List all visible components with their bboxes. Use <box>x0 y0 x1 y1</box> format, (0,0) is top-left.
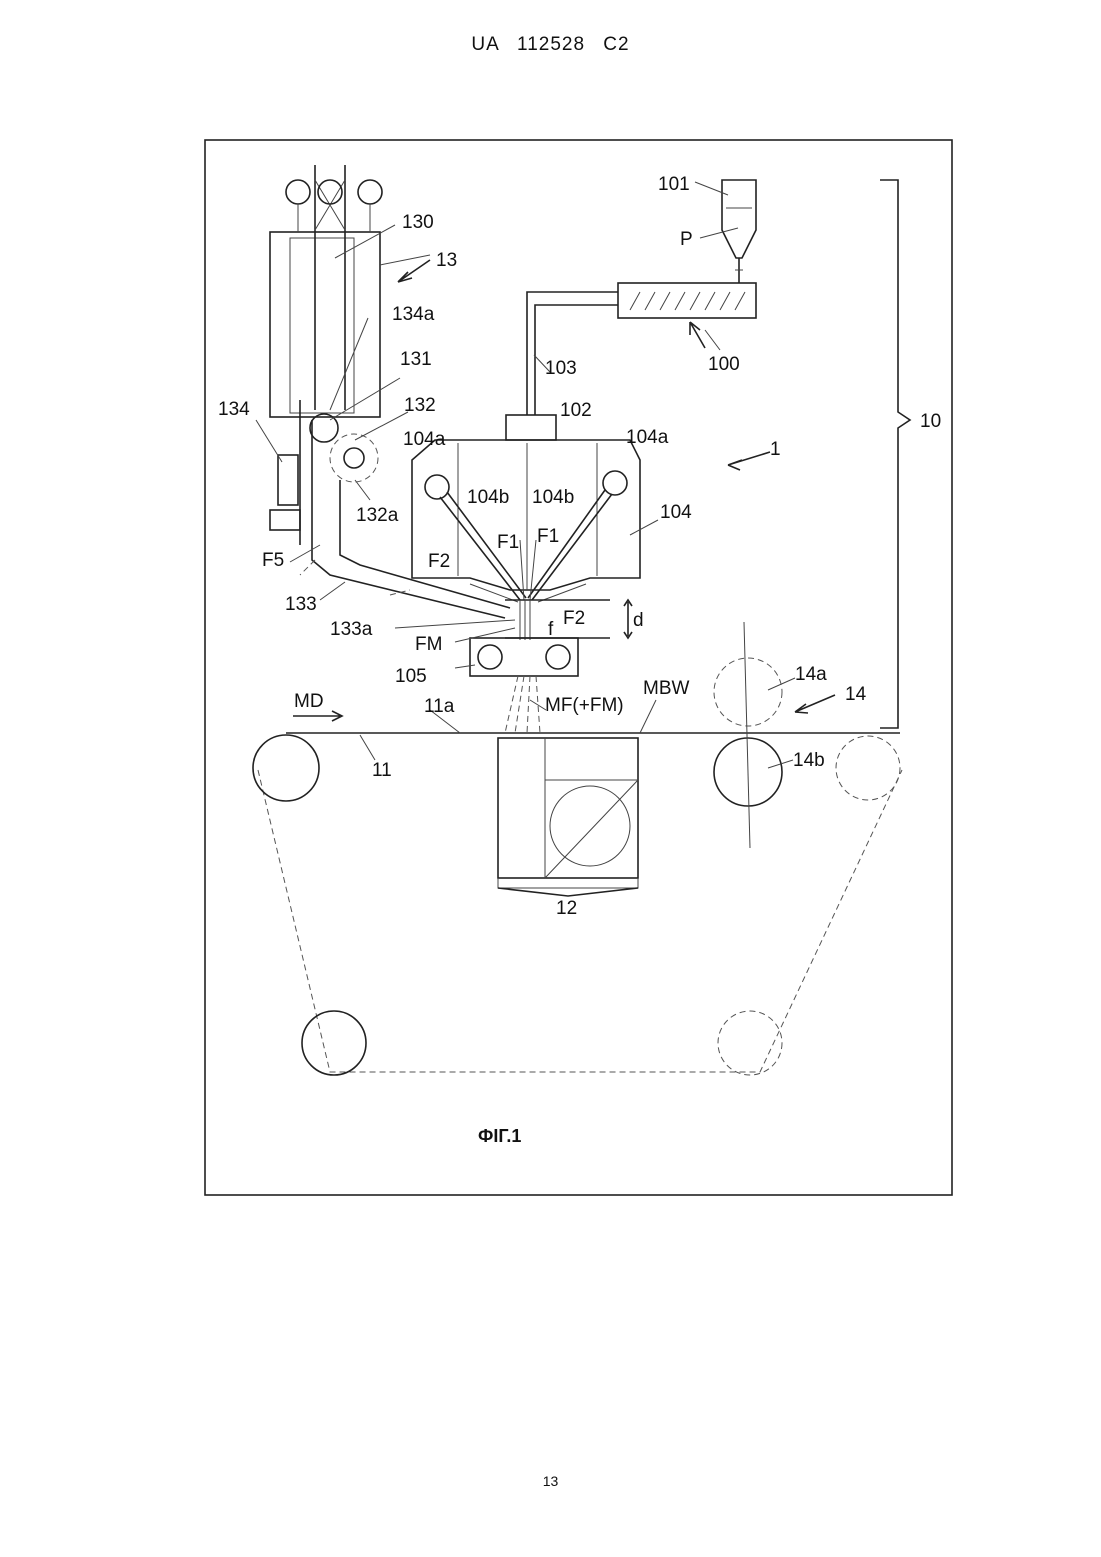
arrow-14 <box>795 695 835 713</box>
spinning-head-104 <box>412 440 640 602</box>
md-arrow <box>293 711 342 721</box>
label-104a-left: 104a <box>403 429 446 450</box>
label-104a-right: 104a <box>626 427 669 448</box>
label-1: 1 <box>770 439 781 460</box>
label-104b-right: 104b <box>532 487 574 508</box>
filament-spray <box>505 676 540 733</box>
pump-102 <box>506 415 556 440</box>
label-12: 12 <box>556 898 577 919</box>
label-101: 101 <box>658 174 690 195</box>
label-10: 10 <box>920 411 941 432</box>
extruder-100 <box>527 283 756 415</box>
label-14b: 14b <box>793 750 825 771</box>
leader-lines <box>256 182 795 768</box>
rollers-105 <box>470 638 578 676</box>
hopper-101 <box>722 180 756 283</box>
page-number: 13 <box>0 1473 1101 1489</box>
label-132: 132 <box>404 395 436 416</box>
label-F5: F5 <box>262 550 284 571</box>
label-132a: 132a <box>356 505 399 526</box>
arrow-1 <box>728 452 770 470</box>
label-F1-left: F1 <box>497 532 519 553</box>
suction-box-12 <box>498 738 638 896</box>
label-MBW: MBW <box>643 678 690 699</box>
label-F1-right: F1 <box>537 526 559 547</box>
calender-14 <box>714 622 782 848</box>
label-134: 134 <box>218 399 250 420</box>
label-F2-right: F2 <box>563 608 585 629</box>
label-104b-left: 104b <box>467 487 509 508</box>
arrow-100 <box>690 322 705 348</box>
label-FM: FM <box>415 634 442 655</box>
fibre-supply-13 <box>270 165 510 618</box>
belt-11 <box>253 733 902 1075</box>
label-131: 131 <box>400 349 432 370</box>
label-133a: 133a <box>330 619 373 640</box>
arrow-13 <box>398 260 430 282</box>
label-103: 103 <box>545 358 577 379</box>
label-F2-left: F2 <box>428 551 450 572</box>
label-11: 11 <box>372 760 392 781</box>
label-102: 102 <box>560 400 592 421</box>
label-14a: 14a <box>795 664 827 685</box>
label-11a: 11a <box>424 696 455 717</box>
label-d: d <box>633 610 644 631</box>
label-f: f <box>548 619 554 640</box>
label-100: 100 <box>708 354 740 375</box>
label-130: 130 <box>402 212 434 233</box>
brace-10 <box>880 180 910 728</box>
label-134a: 134a <box>392 304 435 325</box>
label-MF-FM: MF(+FM) <box>545 695 624 716</box>
label-13: 13 <box>436 250 457 271</box>
label-MD: MD <box>294 691 324 712</box>
figure-caption: ФІГ.1 <box>478 1126 521 1146</box>
label-14: 14 <box>845 684 867 705</box>
label-105: 105 <box>395 666 427 687</box>
label-P: P <box>680 229 693 250</box>
label-133: 133 <box>285 594 317 615</box>
label-104: 104 <box>660 502 692 523</box>
